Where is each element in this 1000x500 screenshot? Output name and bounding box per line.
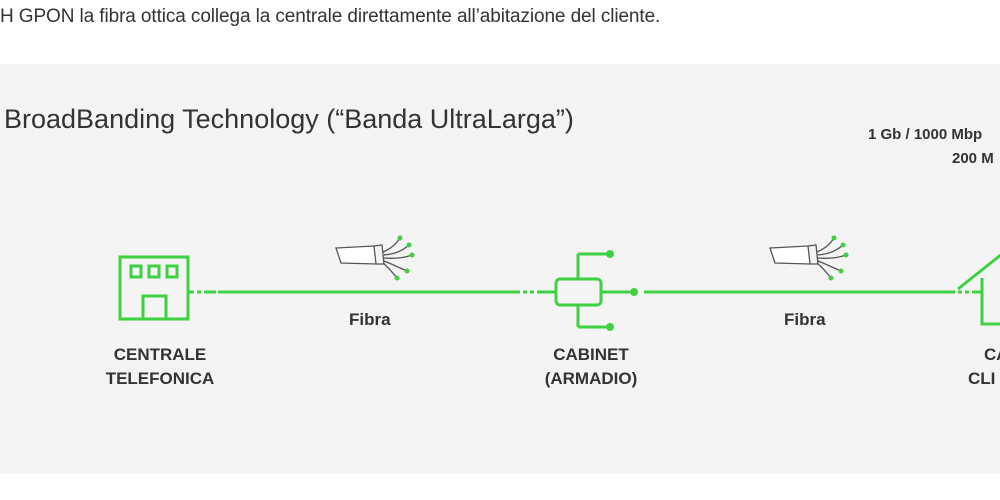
fibre-strand-tips	[394, 235, 415, 281]
fibre-cable-icon	[769, 237, 847, 279]
network-diagram	[0, 235, 1000, 331]
customer-home-icon	[957, 253, 1000, 326]
fibre-strand-tips	[828, 235, 849, 281]
customer-home-label-line2: CLI	[968, 369, 996, 388]
central-office-label-line2: TELEFONICA	[105, 369, 215, 388]
cabinet-label-line1: CABINET	[553, 345, 629, 364]
central-office-label-line1: CENTRALE	[113, 345, 207, 364]
cabinet-label-line2: (ARMADIO)	[544, 369, 638, 388]
diagram-panel: BroadBanding Technology (“Banda UltraLar…	[0, 64, 1000, 474]
central-office-icon	[118, 255, 190, 321]
speed-label-primary: 1 Gb / 1000 Mbp	[868, 126, 983, 143]
speed-label-secondary: 200 M	[952, 150, 994, 167]
fibre-cable-icon	[335, 237, 413, 279]
customer-home-label-line1: CA	[984, 345, 1000, 364]
fibre-label-2: Fibra	[784, 310, 826, 329]
fibre-label-1: Fibra	[349, 310, 391, 329]
central-office-label: CENTRALE TELEFONICA	[104, 343, 216, 391]
diagram-title: BroadBanding Technology (“Banda UltraLar…	[4, 104, 574, 134]
cabinet-label: CABINET (ARMADIO)	[532, 343, 650, 391]
cabinet-icon	[554, 250, 638, 331]
customer-home-label: CA CLI	[968, 343, 1000, 391]
intro-text: H GPON la fibra ottica collega la centra…	[0, 6, 661, 27]
